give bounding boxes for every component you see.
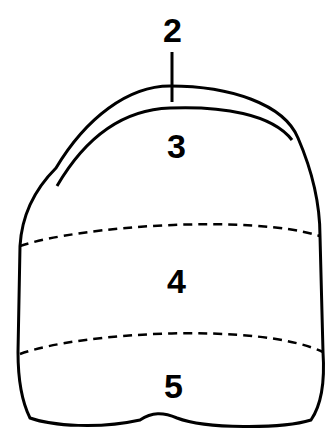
leader-line [171, 52, 174, 102]
callout-number: 4 [167, 264, 186, 298]
band-line [20, 224, 320, 246]
crown-outline [18, 86, 324, 427]
callout-number: 5 [164, 369, 183, 403]
band-line [20, 333, 323, 354]
callout-number: 2 [163, 13, 182, 47]
callout-number: 3 [167, 129, 186, 163]
cap-line [57, 108, 292, 186]
